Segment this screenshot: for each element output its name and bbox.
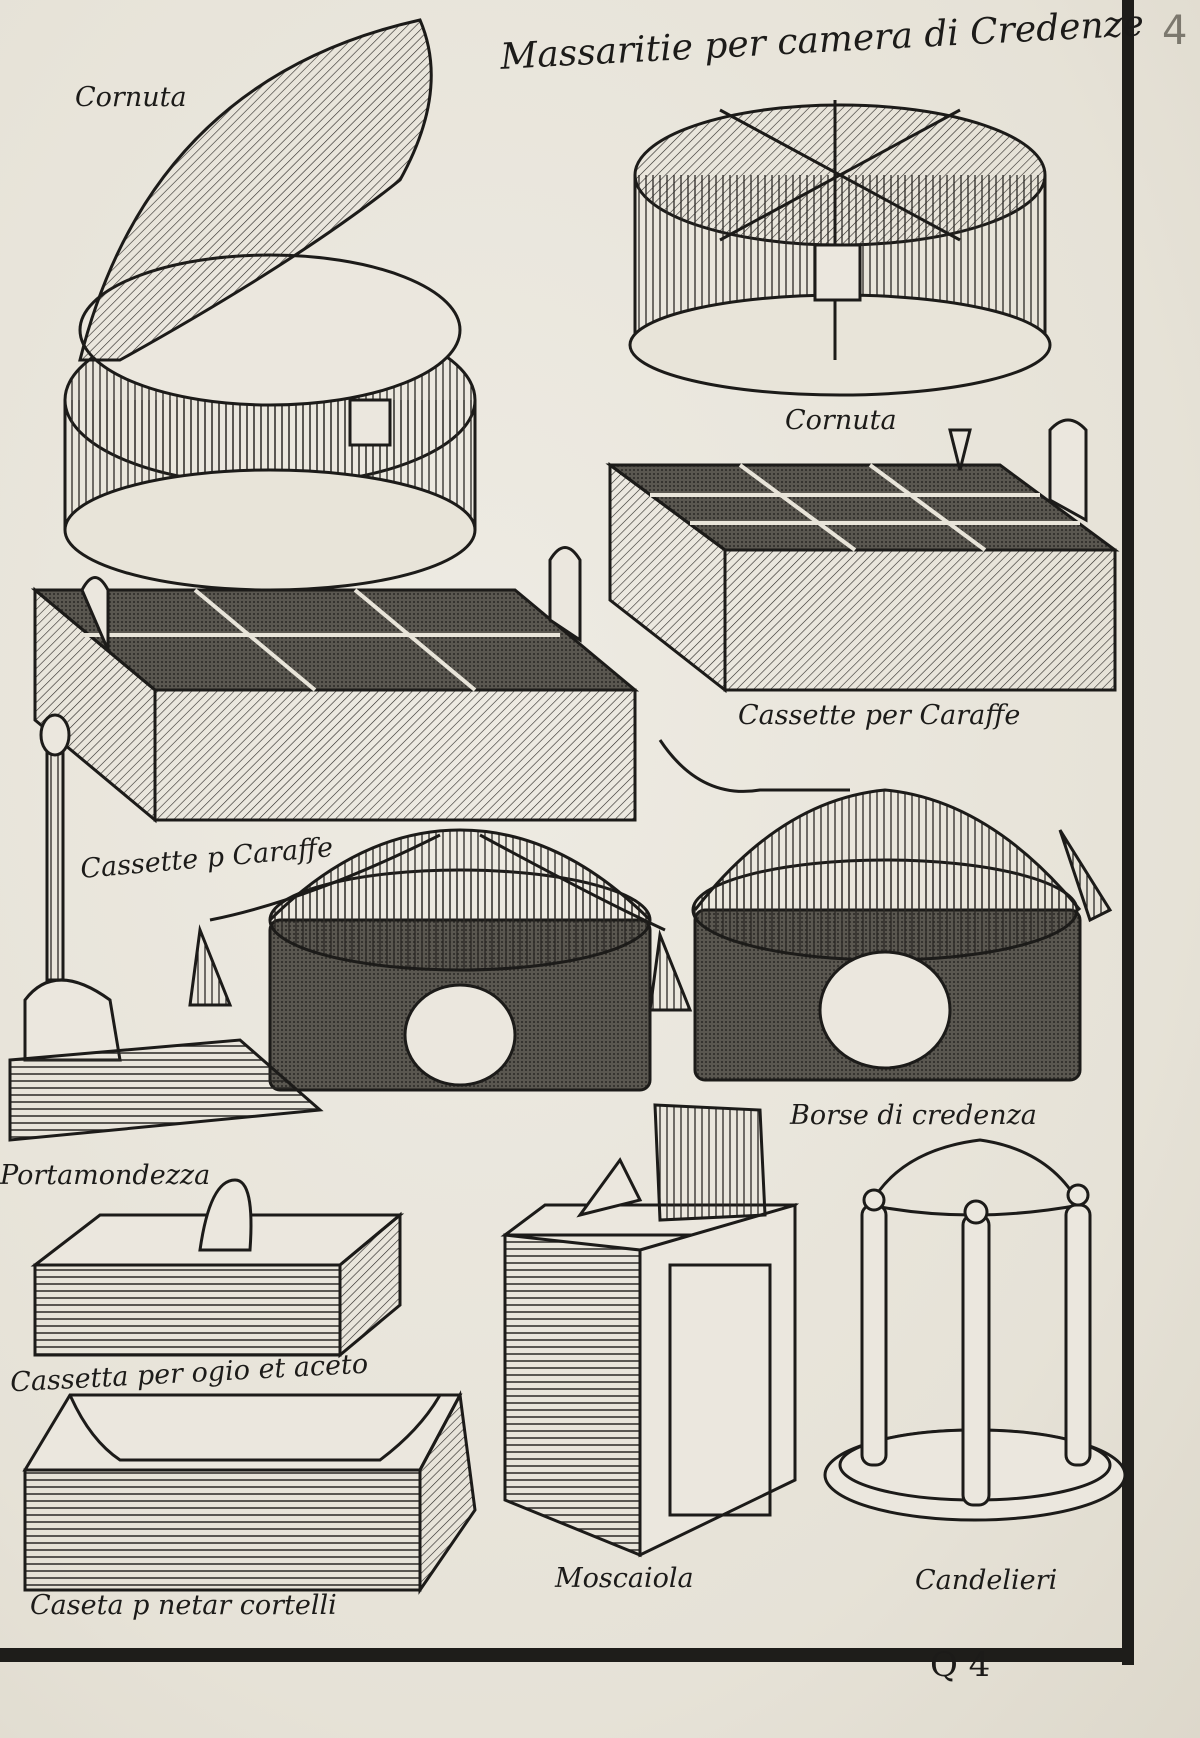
cornuta-open-illustration — [63, 18, 477, 592]
caseta-cortelli-illustration — [22, 1390, 477, 1595]
portamondezza-illustration — [8, 713, 324, 1142]
item-label-cassette-caraffe-right: Cassette per Caraffe — [738, 700, 1021, 731]
cassetta-ogio-aceto-illustration — [30, 1178, 405, 1359]
item-label-moscaiola: Moscaiola — [555, 1563, 694, 1594]
item-label-caseta-cortelli: Caseta p netar cortelli — [30, 1590, 337, 1621]
item-label-portamondezza: Portamondezza — [0, 1160, 211, 1191]
moscaiola-illustration — [500, 1103, 800, 1558]
item-label-borse-credenza: Borse di credenza — [790, 1100, 1037, 1131]
candelieri-illustration — [823, 1138, 1127, 1522]
page-border — [0, 0, 1134, 1665]
item-label-cornuta-open: Cornuta — [75, 82, 187, 113]
signature-mark: Q 4 — [930, 1645, 991, 1685]
cassette-caraffe-right-illustration — [605, 418, 1120, 694]
item-label-cornuta-closed: Cornuta — [785, 405, 897, 436]
item-label-candelieri: Candelieri — [915, 1565, 1058, 1596]
cornuta-closed-illustration — [628, 100, 1052, 397]
cassette-caraffe-left-illustration — [30, 546, 640, 824]
page-number: 4 — [1162, 8, 1188, 54]
borsa-credenza-right-illustration — [658, 739, 1113, 1082]
borsa-credenza-left-illustration — [188, 828, 693, 1092]
